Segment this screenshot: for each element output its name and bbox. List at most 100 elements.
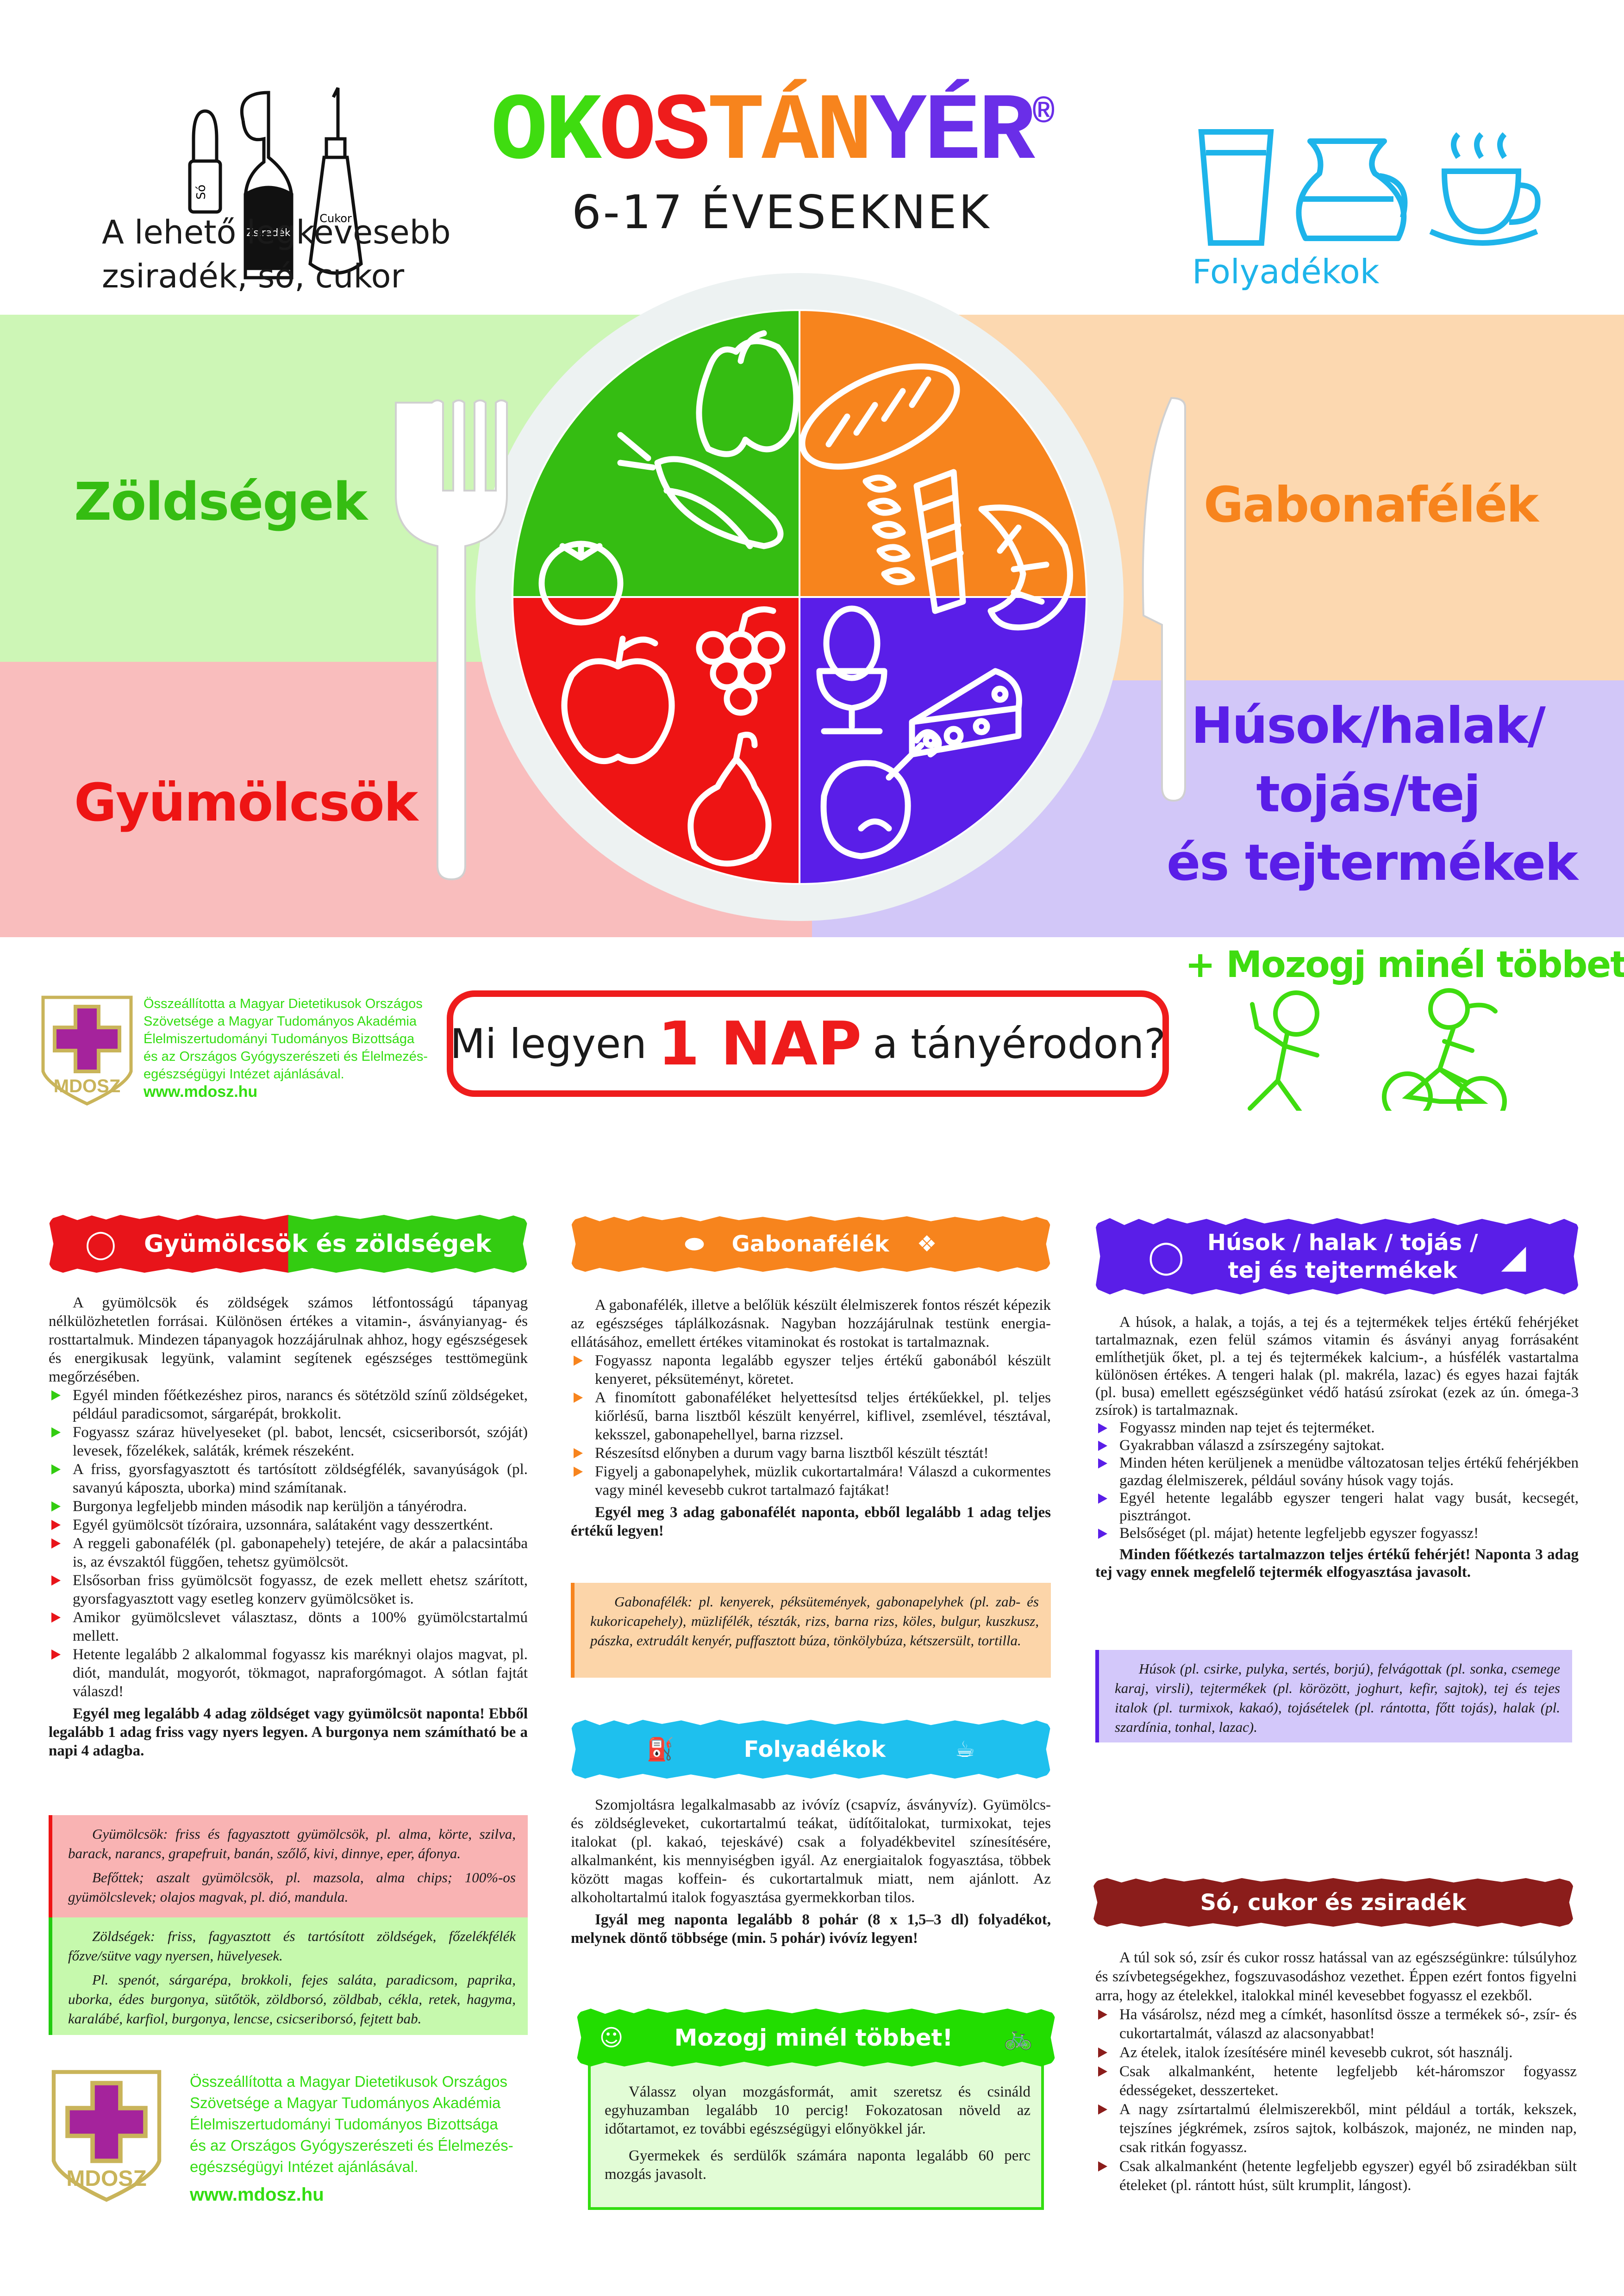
fruit-examples-box: Gyümölcsök: friss és fagyasztott gyümölc…: [49, 1815, 528, 1917]
banner-title-vegetables: és zöldségek: [316, 1230, 492, 1258]
less-fat-salt-sugar-note: A lehető legkevesebb zsiradék, só, cukor: [102, 211, 500, 299]
banner-title-move: Mozogj minél többet!: [674, 2024, 953, 2051]
grains-label: Gabonafélék: [1204, 477, 1539, 533]
banner-title-fruits: Gyümölcsök: [144, 1230, 308, 1258]
tomato-icon: [538, 541, 624, 626]
protein-label-line-1: Húsok/halak/: [1191, 697, 1546, 755]
tip-item: Figyelj a gabonapelyhek, müzlik cukortar…: [571, 1462, 1051, 1500]
oil-bottle-icon: [240, 91, 294, 280]
tip-item: Fogyassz minden nap tejet és tejterméket…: [1095, 1419, 1579, 1437]
tip-item: Hetente legalább 2 alkalommal fogyassz k…: [49, 1645, 528, 1701]
vegetable-tips-list: Egyél minden főétkezéshez piros, narancs…: [49, 1386, 528, 1516]
mdosz-url-link[interactable]: www.mdosz.hu: [144, 1083, 258, 1101]
banner-title-protein-line-1: Húsok / halak / tojás /: [1207, 1229, 1478, 1256]
move-paragraph-1: Válassz olyan mozgásformát, amit szerets…: [605, 2084, 1031, 2137]
move-paragraph-2: Gyermekek és serdülők számára naponta le…: [605, 2147, 1031, 2183]
credit-line: Összeállította a Magyar Dietetikusok Ors…: [190, 2073, 507, 2090]
banner-protein: ◯ Húsok / halak / tojás / tej és tejterm…: [1095, 1218, 1579, 1294]
tip-item: Amikor gyümölcslevet választasz, dönts a…: [49, 1608, 528, 1645]
salt-body: A túl sok só, zsír és cukor rossz hatáss…: [1095, 1948, 1577, 2195]
fruit-examples-2: Befőttek; aszalt gyümölcsök, pl. mazsola…: [68, 1869, 516, 1905]
running-kid-icon: [1248, 990, 1319, 1111]
tip-item: A reggeli gabonafélék (pl. gabonapehely)…: [49, 1534, 528, 1571]
pasta-icon: [862, 469, 966, 614]
credit-line: egészségügyi Intézet ajánlásával.: [190, 2158, 418, 2175]
liquids-intro: Szomjoltásra legalkalmasabb az ivóvíz (c…: [571, 1797, 1051, 1906]
banner-move-more: ☺ Mozogj minél többet! 🚲: [576, 2009, 1056, 2066]
tip-item: Egyél hetente legalább egyszer tengeri h…: [1095, 1489, 1579, 1524]
credit-line: Szövetsége a Magyar Tudományos Akadémia: [190, 2094, 501, 2111]
cycling-kid-icon: [1382, 988, 1507, 1111]
grains-recommendation: Egyél meg 3 adag gabonafélét naponta, eb…: [571, 1504, 1051, 1539]
plate-section-fruits: [511, 596, 800, 885]
title-letters: ®: [1032, 93, 1055, 135]
fruitveg-intro: A gyümölcsök és zöldségek számos létfont…: [49, 1294, 528, 1385]
svg-text:MDOSZ: MDOSZ: [54, 1076, 120, 1096]
tip-item: Fogyassz naponta legalább egyszer teljes…: [571, 1351, 1051, 1388]
bread-icon: ⬬: [685, 1231, 704, 1257]
credit-line: és az Országos Gyógyszerészeti és Élelme…: [190, 2137, 513, 2154]
tip-item: Csak alkalmanként, hetente legfeljebb ké…: [1095, 2062, 1577, 2100]
protein-examples: Húsok (pl. csirke, pulyka, sertés, borjú…: [1115, 1661, 1560, 1735]
tip-item: Burgonya legfeljebb minden második nap k…: [49, 1497, 528, 1516]
banner-grains: ⬬ Gabonafélék ❖: [571, 1216, 1051, 1272]
less-note-line-2: zsiradék, só, cukor: [102, 257, 405, 295]
apple-icon: ◯: [85, 1227, 116, 1260]
vegetable-examples: Zöldségek: friss, fagyasztott és tartósí…: [68, 1928, 516, 1964]
credit-line: Összeállította a Magyar Dietetikusok Ors…: [144, 996, 423, 1011]
salt-tips-list: Ha vásárolsz, nézd meg a címkét, hasonlí…: [1095, 2005, 1577, 2195]
egg-cup-icon: [816, 605, 887, 734]
protein-label: Húsok/halak/ tojás/tej és tejtermékek: [1167, 692, 1578, 897]
vegetables-label: Zöldségek: [74, 472, 368, 532]
svg-text:MDOSZ: MDOSZ: [66, 2166, 146, 2191]
mdosz-credit-top: MDOSZ Összeállította a Magyar Dietetikus…: [41, 995, 428, 1108]
fruitveg-recommendation: Egyél meg legalább 4 adag zöldséget vagy…: [49, 1705, 528, 1759]
credit-line: egészségügyi Intézet ajánlásával.: [144, 1067, 344, 1082]
title-letters: OS: [599, 79, 710, 187]
plate-section-vegetables: [511, 309, 800, 598]
salt-shaker-icon: [188, 109, 222, 214]
credit-line: és az Országos Gyógyszerészeti és Élelme…: [144, 1049, 428, 1064]
question-text-before: Mi legyen: [450, 1020, 647, 1068]
cycling-kid-icon: 🚲: [1004, 2024, 1033, 2051]
banner-liquids: ⛽ Folyadékok ☕: [571, 1720, 1051, 1779]
protein-label-line-2: tojás/tej: [1256, 765, 1480, 823]
protein-tips-list: Fogyassz minden nap tejet és tejterméket…: [1095, 1419, 1579, 1542]
tip-item: Egyél gyümölcsöt tízóraira, uzsonnára, s…: [49, 1516, 528, 1534]
title-letters: TÁN: [707, 79, 873, 187]
grapes-icon: [696, 606, 786, 716]
pear-icon: [687, 732, 772, 867]
banner-fruits-vegetables: ◯ Gyümölcsök és zöldségek: [49, 1215, 528, 1273]
credit-line: Élelmiszertudományi Tudományos Bizottság…: [144, 1032, 415, 1046]
chicken-leg-icon: [820, 729, 942, 859]
salt-intro: A túl sok só, zsír és cukor rossz hatáss…: [1095, 1949, 1577, 2004]
mdosz-url-link[interactable]: www.mdosz.hu: [190, 2184, 324, 2205]
pasta-icon: ❖: [917, 1231, 937, 1257]
banner-title-protein-line-2: tej és tejtermékek: [1228, 1257, 1457, 1283]
apple-icon: [561, 635, 675, 765]
tip-item: Gyakrabban válaszd a zsírszegény sajtoka…: [1095, 1437, 1579, 1454]
tip-item: A nagy zsírtartalmú élelmiszerekből, min…: [1095, 2100, 1577, 2157]
glass-icon: [1198, 129, 1274, 246]
tip-item: Részesítsd előnyben a durum vagy barna l…: [571, 1444, 1051, 1462]
question-bubble: Mi legyen 1 NAP a tányérodon?: [447, 990, 1169, 1097]
mdosz-logo: MDOSZ: [41, 996, 133, 1106]
liquids-recommendation: Igyál meg naponta legalább 8 pohár (8 x …: [571, 1911, 1051, 1947]
fruit-tips-list: Egyél gyümölcsöt tízóraira, uzsonnára, s…: [49, 1516, 528, 1701]
tip-item: A finomított gabonaféléket helyettesítsd…: [571, 1388, 1051, 1444]
vegetable-examples-box: Zöldségek: friss, fagyasztott és tartósí…: [49, 1917, 528, 2035]
tip-item: Fogyassz száraz hüvelyeseket (pl. babot,…: [49, 1423, 528, 1460]
protein-examples-box: Húsok (pl. csirke, pulyka, sertés, borjú…: [1095, 1650, 1572, 1742]
knife-icon: [1142, 397, 1186, 802]
sugar-dispenser-icon: [308, 87, 363, 275]
tip-item: Minden héten kerüljenek a menüdbe változ…: [1095, 1454, 1579, 1489]
banner-title-salt: Só, cukor és zsiradék: [1200, 1889, 1467, 1916]
title-letters: OK: [491, 79, 602, 187]
croissant-icon: [978, 504, 1073, 631]
age-subtitle: 6-17 ÉVESEKNEK: [572, 185, 991, 239]
jug-icon: [1296, 138, 1408, 241]
poster-title: OKOSTÁNYÉR®: [491, 79, 1055, 187]
pepper-icon: [696, 330, 800, 457]
move-body: Válassz olyan mozgásformát, amit szerets…: [605, 2083, 1031, 2184]
question-highlight: 1 NAP: [657, 1008, 862, 1079]
